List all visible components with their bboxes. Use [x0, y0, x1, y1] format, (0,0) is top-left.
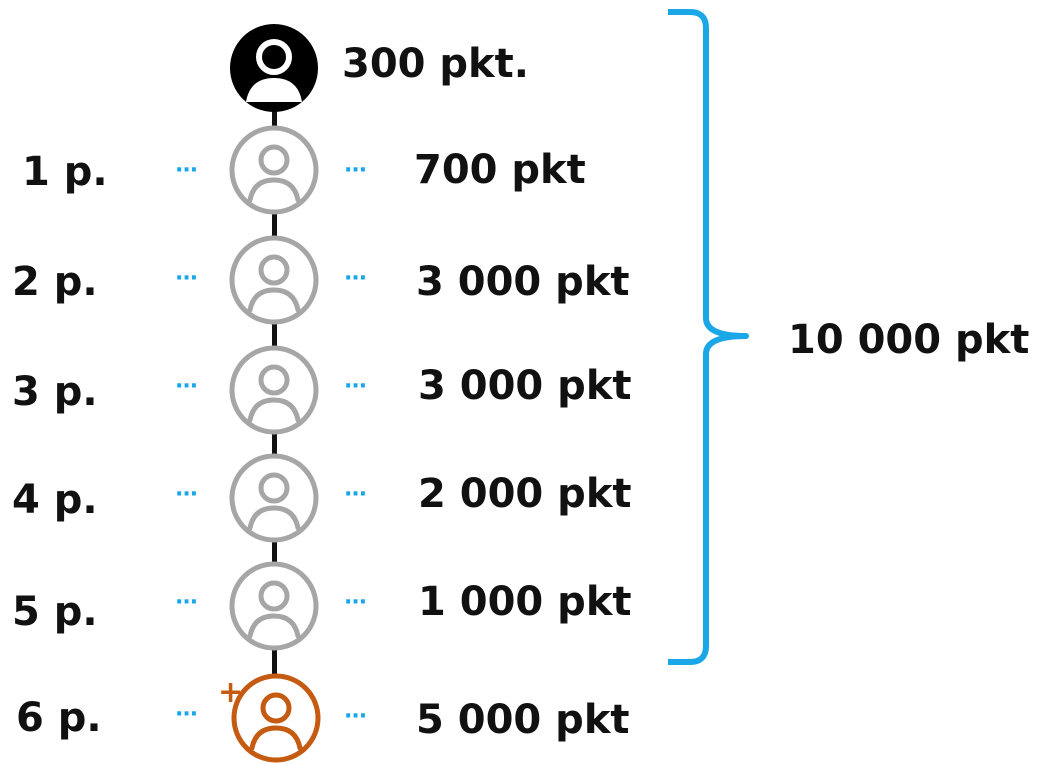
user-icon-level-2	[229, 235, 319, 325]
level-label-3: 3 p.	[12, 369, 98, 415]
user-icon-level-3	[229, 345, 319, 435]
points-level-6: 5 000 pkt	[416, 697, 630, 743]
user-icon-level-4	[229, 453, 319, 543]
level-label-1: 1 p.	[22, 149, 108, 195]
points-level-4: 2 000 pkt	[418, 471, 632, 517]
dots-right-3: ···	[344, 374, 367, 399]
points-level-5: 1 000 pkt	[418, 579, 632, 625]
dots-right-4: ···	[344, 482, 367, 507]
dots-right-6: ···	[344, 704, 367, 729]
dots-left-2: ···	[175, 266, 198, 291]
dots-left-4: ···	[175, 482, 198, 507]
new-user-icon-level-6	[231, 673, 321, 763]
dots-left-6: ···	[175, 702, 198, 727]
points-level-2: 3 000 pkt	[416, 259, 630, 305]
dots-left-1: ···	[175, 158, 198, 183]
curly-brace-icon	[668, 9, 749, 665]
user-icon-level-1	[229, 125, 319, 215]
dots-left-5: ···	[175, 590, 198, 615]
level-label-4: 4 p.	[12, 477, 98, 523]
root-points: 300 pkt.	[342, 41, 529, 87]
level-label-6: 6 p.	[16, 695, 102, 741]
user-icon-level-5	[229, 561, 319, 651]
level-label-5: 5 p.	[12, 589, 98, 635]
level-label-2: 2 p.	[12, 259, 98, 305]
points-level-1: 700 pkt	[414, 147, 586, 193]
root-user-icon	[230, 24, 318, 112]
dots-right-2: ···	[344, 266, 367, 291]
dots-right-5: ···	[344, 590, 367, 615]
points-level-3: 3 000 pkt	[418, 363, 632, 409]
total-points: 10 000 pkt	[788, 317, 1030, 363]
dots-left-3: ···	[175, 374, 198, 399]
dots-right-1: ···	[344, 158, 367, 183]
